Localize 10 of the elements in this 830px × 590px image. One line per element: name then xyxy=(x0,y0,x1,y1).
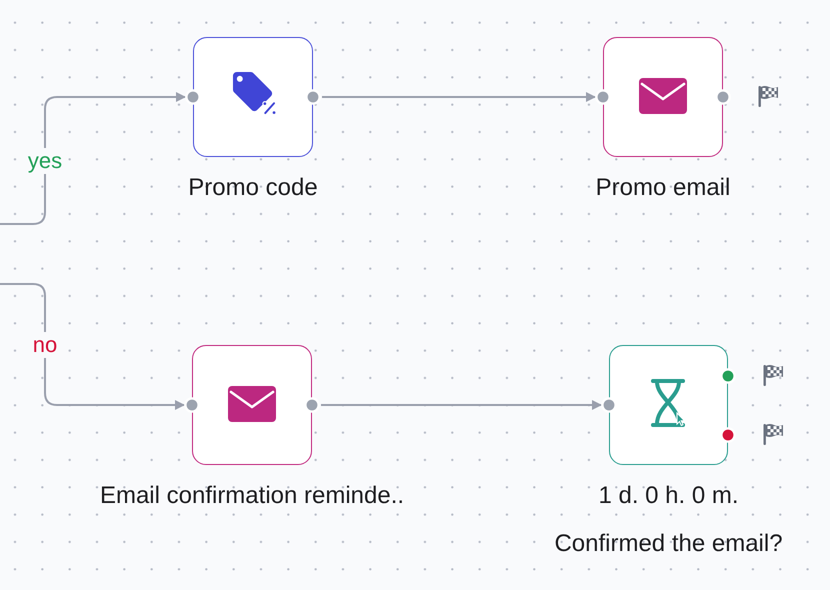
node-label: Promo code xyxy=(188,174,318,202)
edge-label: yes xyxy=(26,148,64,174)
duration-label: 1 d. 0 h. 0 m. xyxy=(598,482,739,510)
connector-arrow xyxy=(321,400,602,410)
condition-label: Confirmed the email? xyxy=(554,530,783,558)
connector-arrow xyxy=(0,92,186,225)
node-label: Promo email xyxy=(596,174,730,202)
connector-arrow xyxy=(0,283,185,410)
connector-arrow xyxy=(322,92,596,102)
node-label: Email confirmation reminde.. xyxy=(100,482,404,510)
